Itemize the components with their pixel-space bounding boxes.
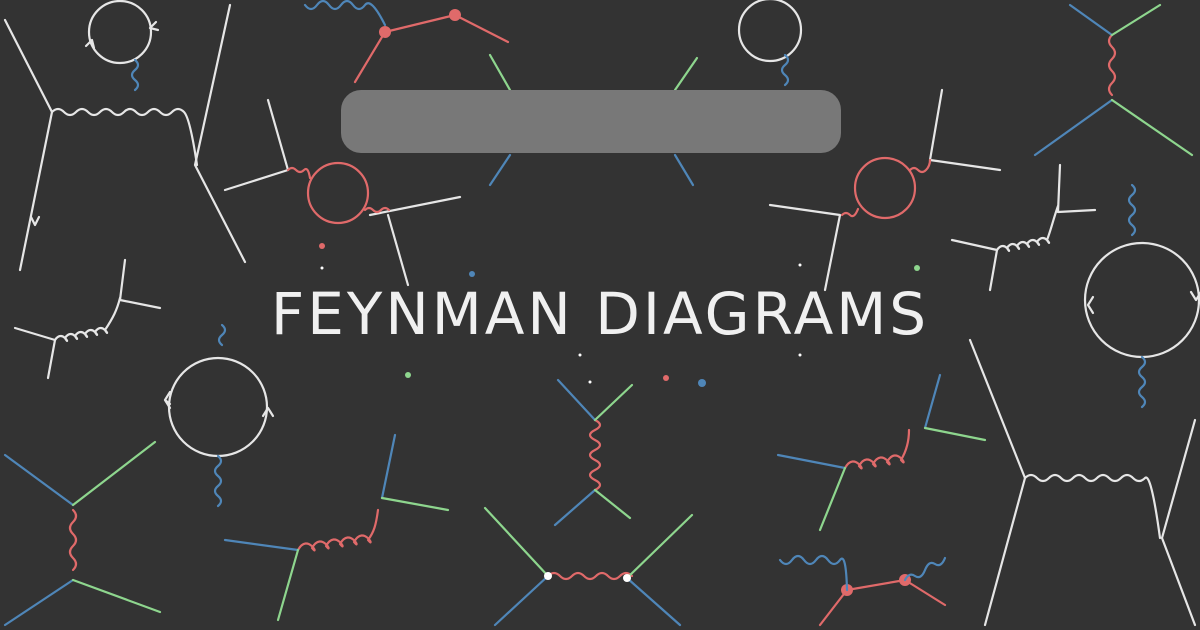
boson-wavy-line xyxy=(68,508,78,572)
arrow-marker xyxy=(29,215,41,227)
fermion-line xyxy=(968,338,1027,627)
boson-wavy-line xyxy=(286,166,312,180)
particle-dot xyxy=(663,375,669,381)
arrow-marker xyxy=(261,406,275,418)
particle-dot xyxy=(698,379,706,387)
fermion-line xyxy=(593,488,632,520)
fermion-line xyxy=(776,453,847,470)
fermion-line xyxy=(673,56,699,92)
boson-wavy-line xyxy=(217,323,227,347)
fermion-loop xyxy=(87,0,153,65)
arrow-marker xyxy=(148,20,160,32)
fermion-line xyxy=(3,453,75,507)
particle-dot xyxy=(578,353,582,357)
page-title: FEYNMAN DIAGRAMS xyxy=(270,280,930,348)
fermion-line xyxy=(223,538,300,552)
boson-wavy-line xyxy=(908,158,932,174)
fermion-loop xyxy=(853,156,917,220)
boson-wavy-line xyxy=(588,418,602,492)
fermion-line xyxy=(386,213,410,287)
arrow-marker xyxy=(1189,290,1200,302)
fermion-line xyxy=(380,433,397,500)
fermion-line xyxy=(673,153,695,187)
particle-dot xyxy=(588,380,592,384)
particle-dot xyxy=(320,266,324,270)
boson-wavy-line xyxy=(780,53,790,87)
vertex-dot xyxy=(544,572,552,580)
arrow-marker xyxy=(84,38,96,50)
particle-dot xyxy=(914,265,920,271)
boson-wavy-line xyxy=(1127,183,1137,237)
arrow-marker xyxy=(163,390,172,410)
boson-wavy-line xyxy=(1137,355,1147,409)
fermion-line xyxy=(1068,3,1114,37)
fermion-line xyxy=(193,3,247,264)
boson-wavy-line xyxy=(50,107,199,167)
boson-wavy-line xyxy=(1107,33,1117,97)
fermion-line xyxy=(625,513,694,580)
fermion-line xyxy=(1056,163,1097,214)
fermion-line xyxy=(3,18,54,272)
boson-wavy-line xyxy=(363,206,391,214)
vertex-dot xyxy=(623,574,631,582)
fermion-line xyxy=(488,53,512,92)
fermion-line xyxy=(368,195,462,217)
gluon-line xyxy=(843,428,911,470)
fermion-line xyxy=(923,426,987,442)
boson-wavy-line xyxy=(840,207,860,218)
fermion-line xyxy=(553,488,597,527)
fermion-line xyxy=(818,578,947,627)
fermion-line xyxy=(223,98,290,192)
particle-dot xyxy=(319,243,325,249)
vertex-dot xyxy=(379,26,391,38)
fermion-line xyxy=(353,13,510,84)
vertex-dot xyxy=(449,9,461,21)
boson-wavy-line xyxy=(546,571,634,581)
fermion-loop xyxy=(737,0,803,63)
fermion-line xyxy=(71,440,157,507)
fermion-line xyxy=(593,383,634,422)
fermion-line xyxy=(493,574,550,627)
particle-dot xyxy=(405,372,411,378)
fermion-line xyxy=(71,578,162,614)
boson-wavy-line xyxy=(903,556,947,582)
particle-dot xyxy=(798,353,802,357)
fermion-line xyxy=(928,88,1002,172)
boson-wavy-line xyxy=(213,454,223,508)
fermion-line xyxy=(818,466,847,532)
fermion-line xyxy=(768,203,842,292)
gluon-line xyxy=(995,204,1060,252)
redaction-bar xyxy=(341,90,841,153)
fermion-line xyxy=(276,548,300,622)
fermion-line xyxy=(488,153,512,187)
fermion-line xyxy=(556,378,597,422)
boson-wavy-line xyxy=(778,554,849,592)
boson-wavy-line xyxy=(303,0,387,27)
arrow-marker xyxy=(1086,295,1095,315)
fermion-loop xyxy=(306,161,370,225)
fermion-line xyxy=(483,506,550,578)
boson-wavy-line xyxy=(1023,473,1162,540)
fermion-line xyxy=(923,373,942,430)
fermion-line xyxy=(1160,418,1197,627)
boson-wavy-line xyxy=(130,58,140,92)
fermion-line xyxy=(1110,98,1194,157)
fermion-line xyxy=(625,576,682,627)
particle-dot xyxy=(469,271,475,277)
fermion-line xyxy=(3,578,75,627)
gluon-line xyxy=(296,508,380,552)
fermion-loop xyxy=(167,356,269,458)
particle-dot xyxy=(798,263,802,267)
fermion-line xyxy=(1033,98,1114,157)
gluon-line xyxy=(53,296,122,342)
fermion-line xyxy=(380,496,450,512)
fermion-line xyxy=(1110,3,1162,37)
